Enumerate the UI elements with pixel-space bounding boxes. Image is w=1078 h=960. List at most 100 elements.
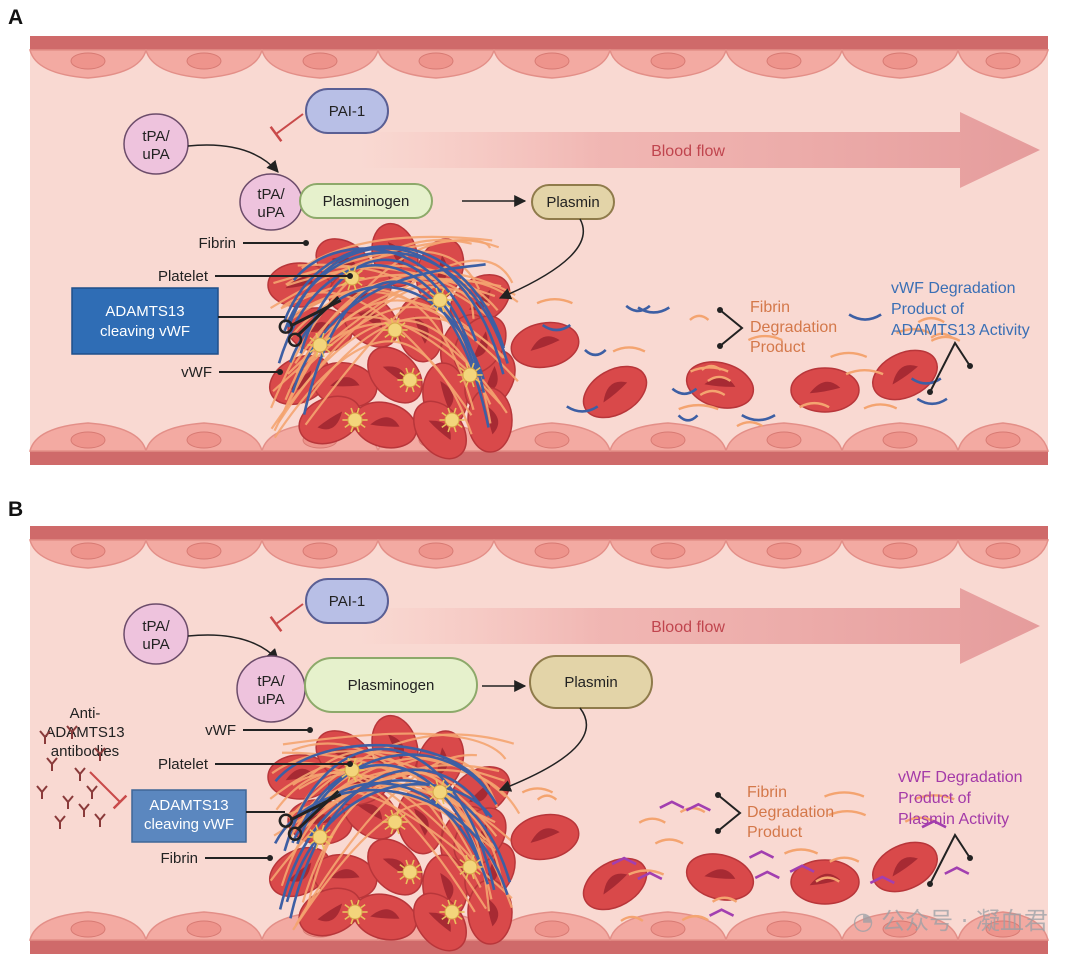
fibrin-callout-leader-dot <box>267 855 273 861</box>
antibody-icon <box>86 785 98 799</box>
platelet-cell <box>307 824 333 850</box>
antibody-icon <box>78 803 90 817</box>
pai-1-pill <box>305 88 389 134</box>
fibrin-product-line-1: Fibrin <box>750 299 790 316</box>
adamts13-text-line-2: cleaving vWF <box>144 816 234 833</box>
panel-a-letter: A <box>8 6 24 29</box>
vwf-callout-label: vWF <box>181 364 212 381</box>
vwf-fragment <box>748 850 775 859</box>
vwf-fragment <box>789 864 815 873</box>
red-blood-cell <box>298 395 362 445</box>
antibody-icon <box>94 747 106 761</box>
fibrin-fragment <box>830 351 868 359</box>
fibrin-strand <box>280 299 505 418</box>
endothelial-nucleus-bottom <box>186 431 222 449</box>
platelet-cell <box>457 854 483 880</box>
fibrin-fragment <box>917 316 945 324</box>
vwf-fragment <box>754 870 780 880</box>
tpa-bound-label-line-1: tPA/ <box>257 673 285 690</box>
adamts13-box <box>131 789 247 843</box>
vwf-product-bracket-dot <box>927 881 933 887</box>
fibrin-callout-label: Fibrin <box>198 235 236 252</box>
fibrin-fragment <box>612 346 646 353</box>
platelet-callout-leader-dot <box>347 273 353 279</box>
pai-1-pill <box>305 578 389 624</box>
red-blood-cell <box>790 367 860 413</box>
vwf-product-bracket-dot <box>967 855 973 861</box>
fibrin-strand <box>307 750 476 862</box>
vwf-strand <box>283 747 496 891</box>
vwf-fragment <box>671 387 698 396</box>
red-blood-cell <box>510 813 580 861</box>
endothelial-nucleus-top <box>418 52 454 70</box>
vessel-wall-top <box>30 526 1048 540</box>
vwf-fragment <box>708 908 735 917</box>
fibrin-fragment <box>828 809 867 817</box>
fibrin-fragment <box>628 869 665 876</box>
vwf-product-bracket <box>929 341 971 393</box>
endothelial-nucleus-top <box>650 52 686 70</box>
endothelial-nucleus-bottom <box>766 920 802 938</box>
scissors-icon <box>278 296 342 348</box>
platelet-cell <box>307 332 333 358</box>
endothelial-nucleus-bottom <box>650 431 686 449</box>
blood-flow-label: Blood flow <box>651 143 725 160</box>
vwf-product-line-3: ADAMTS13 Activity <box>891 322 1030 339</box>
fibrin-fragment <box>736 420 764 428</box>
vwf-fragment <box>659 800 685 809</box>
vwf-fragment <box>637 871 663 881</box>
fibrin-fragment <box>654 838 684 845</box>
endothelial-nucleus-bottom <box>985 920 1021 938</box>
vwf-fragment <box>916 397 948 406</box>
platelet-cell <box>382 809 408 835</box>
red-blood-cell <box>367 346 423 404</box>
fibrin-fragment <box>815 876 840 883</box>
plasmin-label: Plasmin <box>546 194 599 211</box>
scissors-icon <box>278 790 342 842</box>
endothelial-nucleus-bottom <box>985 431 1021 449</box>
tpa-free-label-line-1: tPA/ <box>142 128 170 145</box>
fibrin-product-line-2: Degradation <box>750 319 837 336</box>
pai-inhibition-line <box>275 603 304 625</box>
endothelial-nucleus-top <box>985 52 1021 70</box>
endothelial-nucleus-bottom <box>534 920 570 938</box>
panel-b-letter: B <box>8 498 24 521</box>
inhibition-bar-icon <box>269 616 283 632</box>
platelet-callout-leader-dot <box>347 761 353 767</box>
fibrin-fragment <box>699 389 726 397</box>
fibrin-product-bracket-dot <box>715 828 721 834</box>
vwf-product-line-1: vWF Degradation <box>898 769 1023 786</box>
platelet-callout-label: Platelet <box>158 268 209 285</box>
plasminogen-label: Plasminogen <box>323 193 410 210</box>
fibrin-fragment <box>829 856 860 863</box>
plasminogen-label: Plasminogen <box>348 677 435 694</box>
fibrin-product-line-1: Fibrin <box>747 784 787 801</box>
antibodies-label-line-1: Anti- <box>70 705 101 722</box>
fibrin-fragment <box>681 914 709 922</box>
fibrin-strand <box>270 238 472 409</box>
vwf-strand <box>292 247 478 342</box>
blood-flow-arrow <box>360 112 1040 188</box>
adamts13-text-line-1: ADAMTS13 <box>149 797 228 814</box>
endothelial-nucleus-bottom <box>882 920 918 938</box>
inhibition-bar-icon <box>269 126 283 142</box>
fibrin-fragment <box>799 401 830 409</box>
vwf-strand <box>277 264 479 378</box>
endothelial-nucleus-top <box>302 52 338 70</box>
fibrin-strand <box>273 340 473 439</box>
tpa-bound-label-line-1: tPA/ <box>257 186 285 203</box>
endothelial-nucleus-top <box>985 542 1021 560</box>
fibrin-product-bracket-dot <box>715 792 721 798</box>
fibrin-fragment <box>638 817 666 824</box>
fibrin-product-line-2: Degradation <box>747 804 834 821</box>
fibrin-strand <box>269 771 475 882</box>
endothelial-nucleus-top <box>882 542 918 560</box>
vwf-product-bracket <box>929 833 971 885</box>
endothelial-nucleus-top <box>534 542 570 560</box>
plasmin-arrow <box>498 707 588 792</box>
fibrin-fragment <box>930 335 961 342</box>
fibrin-strand <box>307 756 507 817</box>
endothelial-nucleus-bottom <box>70 431 106 449</box>
pai-inhibition-line <box>275 113 304 135</box>
